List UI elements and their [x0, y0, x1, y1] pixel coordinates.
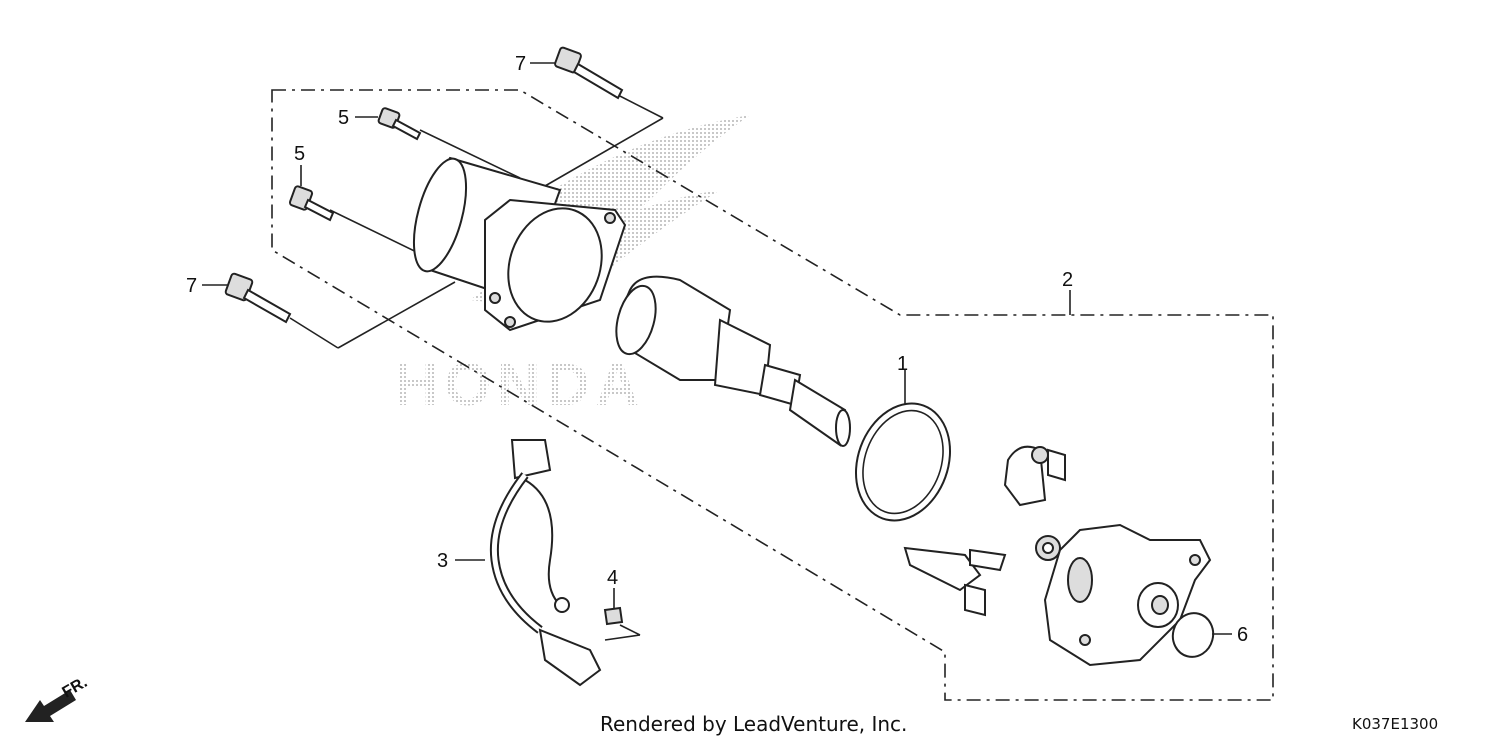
callout-3: 3 — [437, 550, 448, 572]
callout-1: 1 — [897, 353, 908, 375]
bolt-5-lower — [288, 185, 335, 222]
diagram-code: K037E1300 — [1352, 715, 1439, 733]
callout-5-upper: 5 — [338, 107, 349, 129]
screw-4 — [603, 588, 624, 626]
motor-yoke-housing — [412, 156, 627, 332]
callout-2: 2 — [1062, 269, 1073, 291]
watermark-text: HONDA — [395, 351, 645, 418]
callout-5-lower: 5 — [294, 143, 305, 165]
rendered-by-credit: Rendered by LeadVenture, Inc. — [600, 712, 908, 736]
o-ring-large-inner — [862, 409, 944, 515]
o-ring-large — [854, 402, 952, 522]
bolt-7-top — [554, 46, 624, 100]
front-direction-arrow: FR. — [25, 674, 90, 722]
callout-4: 4 — [607, 567, 618, 589]
front-end-cover — [1043, 523, 1212, 667]
bolt-7-lower — [224, 272, 292, 324]
bolt-5-upper — [377, 107, 422, 141]
callout-7-lower: 7 — [186, 275, 197, 297]
terminal-cable — [455, 439, 602, 687]
armature — [615, 275, 851, 447]
brush-holder-parts — [903, 445, 1066, 617]
callout-6: 6 — [1237, 624, 1248, 646]
o-ring-small — [1171, 612, 1215, 658]
callout-7-top: 7 — [515, 53, 526, 75]
